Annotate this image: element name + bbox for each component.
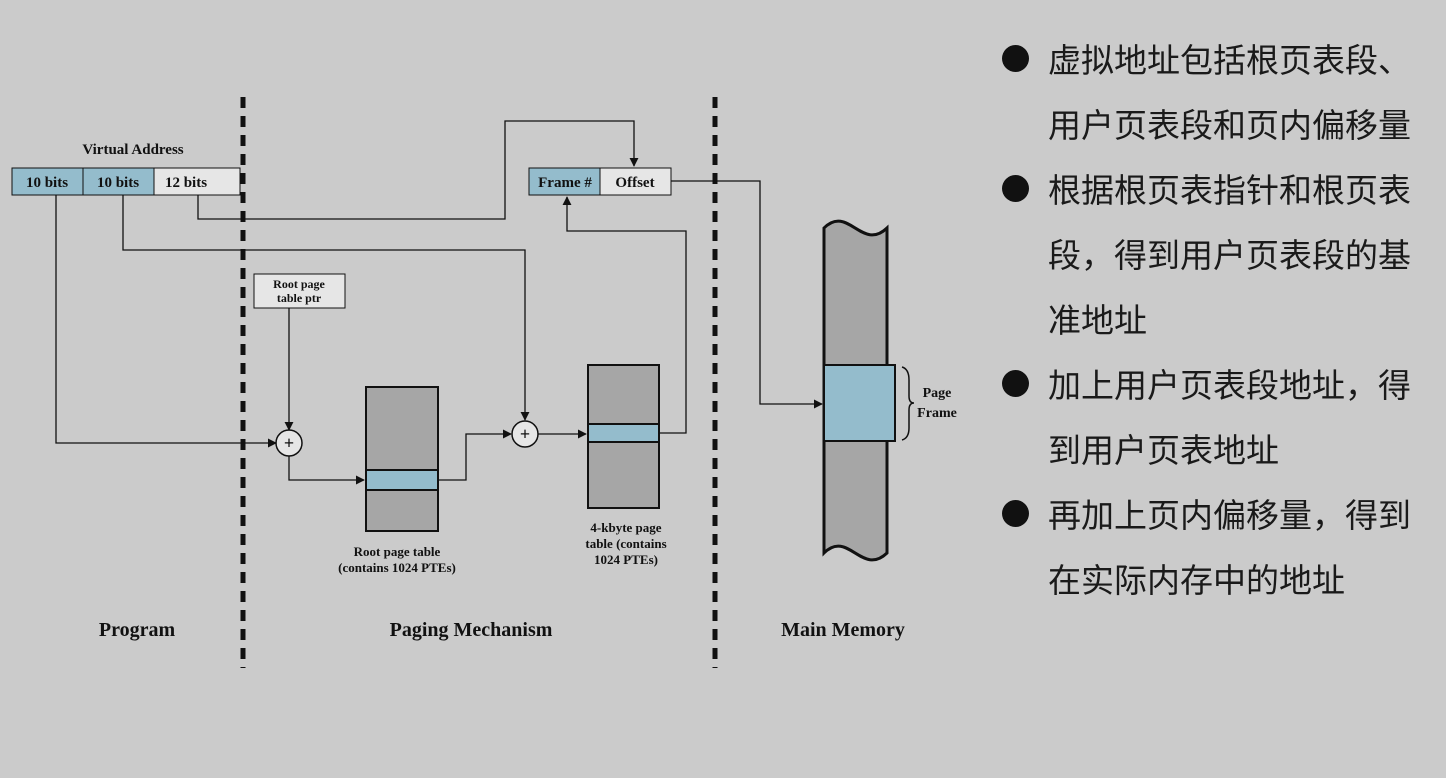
bullet-text: 加上用户页表段地址，得到用户页表地址 — [1048, 366, 1411, 470]
section-main-memory: Main Memory — [781, 619, 905, 641]
page-frame-label-line2: Frame — [917, 406, 957, 421]
bullet-text: 根据根页表指针和根页表段，得到用户页表段的基准地址 — [1048, 171, 1411, 340]
va-field-user-bg — [82, 167, 155, 196]
va-field-root: 10 bits — [26, 175, 68, 191]
adder-root-symbol: + — [284, 433, 294, 453]
arrow-root-table-to-adder — [438, 429, 512, 481]
user-table-label-line3: 1024 PTEs) — [594, 552, 658, 567]
va-field-offset: 12 bits — [165, 175, 207, 191]
root-page-table — [365, 386, 439, 532]
section-paging-mechanism: Paging Mechanism — [390, 619, 553, 641]
section-program: Program — [99, 619, 176, 641]
bullet-text: 再加上页内偏移量，得到在实际内存中的地址 — [1048, 496, 1411, 600]
pa-frame-field: Frame # — [538, 175, 592, 191]
arrow-offset-bits-to-offset — [197, 120, 639, 220]
bullet-text: 虚拟地址包括根页表段、用户页表段和页内偏移量 — [1048, 41, 1411, 145]
paging-diagram: Virtual Address 10 bits 10 bits 12 bits … — [11, 97, 957, 668]
arrow-address-to-page-frame — [671, 180, 823, 409]
explanation-bullets: 虚拟地址包括根页表段、用户页表段和页内偏移量 根据根页表指针和根页表段，得到用户… — [1000, 28, 1440, 613]
arrow-user-table-to-frame — [562, 196, 687, 434]
arrow-user-bits-to-adder — [122, 195, 530, 421]
arrow-root-bits-to-adder — [55, 195, 277, 448]
bullet-dot-icon — [1002, 500, 1029, 527]
va-field-offset-bg — [153, 167, 241, 196]
virtual-address-title: Virtual Address — [82, 142, 183, 158]
root-page-table-entry — [365, 469, 439, 491]
page-frame-block — [823, 364, 896, 442]
adder-user-symbol: + — [520, 424, 530, 444]
bullet-item: 再加上页内偏移量，得到在实际内存中的地址 — [1000, 483, 1440, 613]
bullet-item: 加上用户页表段地址，得到用户页表地址 — [1000, 353, 1440, 483]
page-frame-label-line1: Page — [923, 386, 952, 401]
bullet-item: 虚拟地址包括根页表段、用户页表段和页内偏移量 — [1000, 28, 1440, 158]
user-table-label-line1: 4-kbyte page — [590, 520, 661, 535]
pa-frame-bg — [528, 167, 601, 196]
bullet-dot-icon — [1002, 370, 1029, 397]
page-frame-brace — [901, 366, 915, 441]
bullet-item: 根据根页表指针和根页表段，得到用户页表段的基准地址 — [1000, 158, 1440, 353]
root-table-label-line1: Root page table — [354, 544, 441, 559]
root-ptr-label-line1: Root page — [273, 277, 325, 291]
bullet-dot-icon — [1002, 45, 1029, 72]
root-ptr-box — [253, 273, 346, 309]
va-field-user: 10 bits — [97, 175, 139, 191]
pa-offset-field: Offset — [615, 175, 654, 191]
user-page-table-entry — [587, 423, 660, 443]
bullet-dot-icon — [1002, 175, 1029, 202]
root-ptr-label-line2: table ptr — [277, 291, 322, 305]
user-table-label-line2: table (contains — [585, 536, 666, 551]
arrow-adder-to-root-table — [288, 456, 365, 485]
root-table-label-line2: (contains 1024 PTEs) — [338, 560, 456, 575]
